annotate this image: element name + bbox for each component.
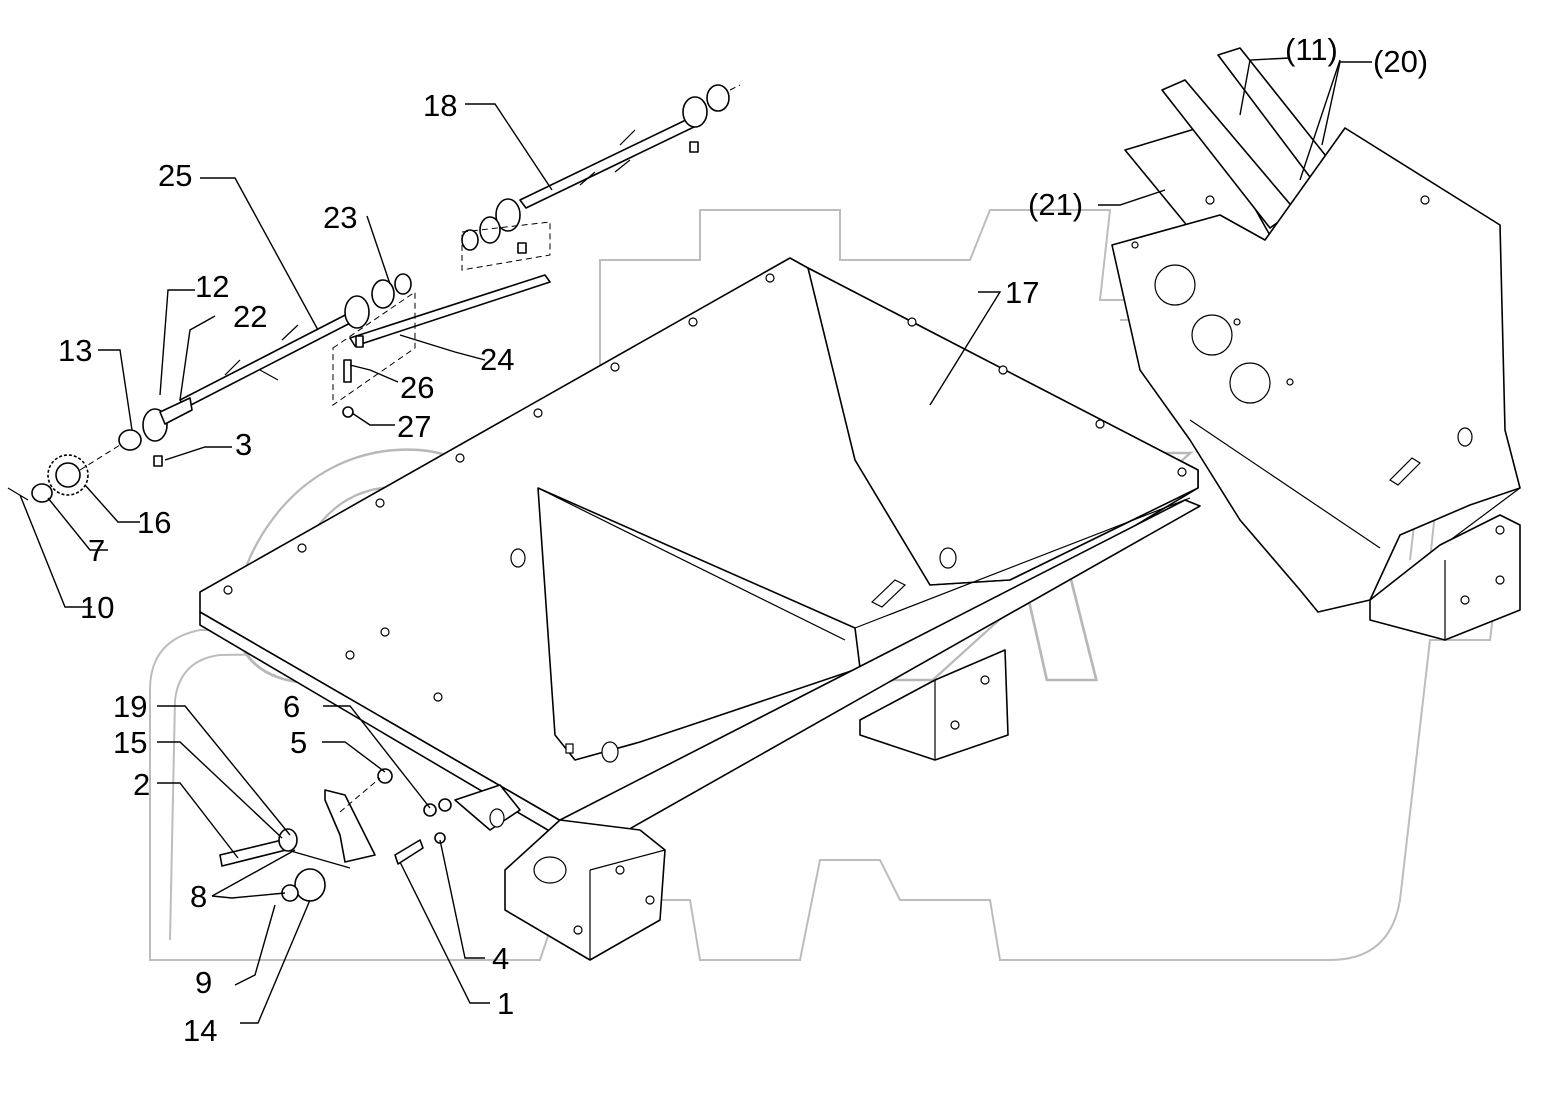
label-17: 17 [1005, 275, 1039, 310]
label-22: 22 [233, 299, 267, 334]
leader-lines [19, 57, 1372, 1024]
label-4: 4 [492, 941, 509, 976]
label-15: 15 [113, 725, 147, 760]
shaft-upper [461, 84, 741, 271]
label-2: 2 [133, 767, 150, 802]
label-6: 6 [283, 689, 300, 724]
label-5: 5 [290, 725, 307, 760]
label-8: 8 [190, 879, 207, 914]
label-21: (21) [1028, 187, 1083, 222]
label-9: 9 [195, 965, 212, 1000]
label-18: 18 [423, 88, 457, 123]
label-23: 23 [323, 200, 357, 235]
label-19: 19 [113, 689, 147, 724]
label-14: 14 [183, 1013, 217, 1048]
label-27: 27 [397, 409, 431, 444]
main-frame [199, 257, 1201, 961]
right-plate-assembly [1111, 47, 1521, 641]
label-26: 26 [400, 370, 434, 405]
label-10: 10 [80, 590, 114, 625]
part-labels: 18 25 23 12 22 13 24 26 27 3 16 7 10 17 … [58, 32, 1428, 1048]
lower-left-hardware [219, 768, 521, 902]
label-25: 25 [158, 158, 192, 193]
label-3: 3 [235, 427, 252, 462]
label-11: (11) [1285, 32, 1338, 67]
label-7: 7 [88, 533, 105, 568]
shaft-lower [7, 273, 551, 503]
label-24: 24 [480, 342, 514, 377]
label-12: 12 [195, 269, 229, 304]
label-1: 1 [497, 986, 514, 1021]
label-13: 13 [58, 333, 92, 368]
label-20: (20) [1373, 44, 1428, 79]
label-16: 16 [137, 505, 171, 540]
